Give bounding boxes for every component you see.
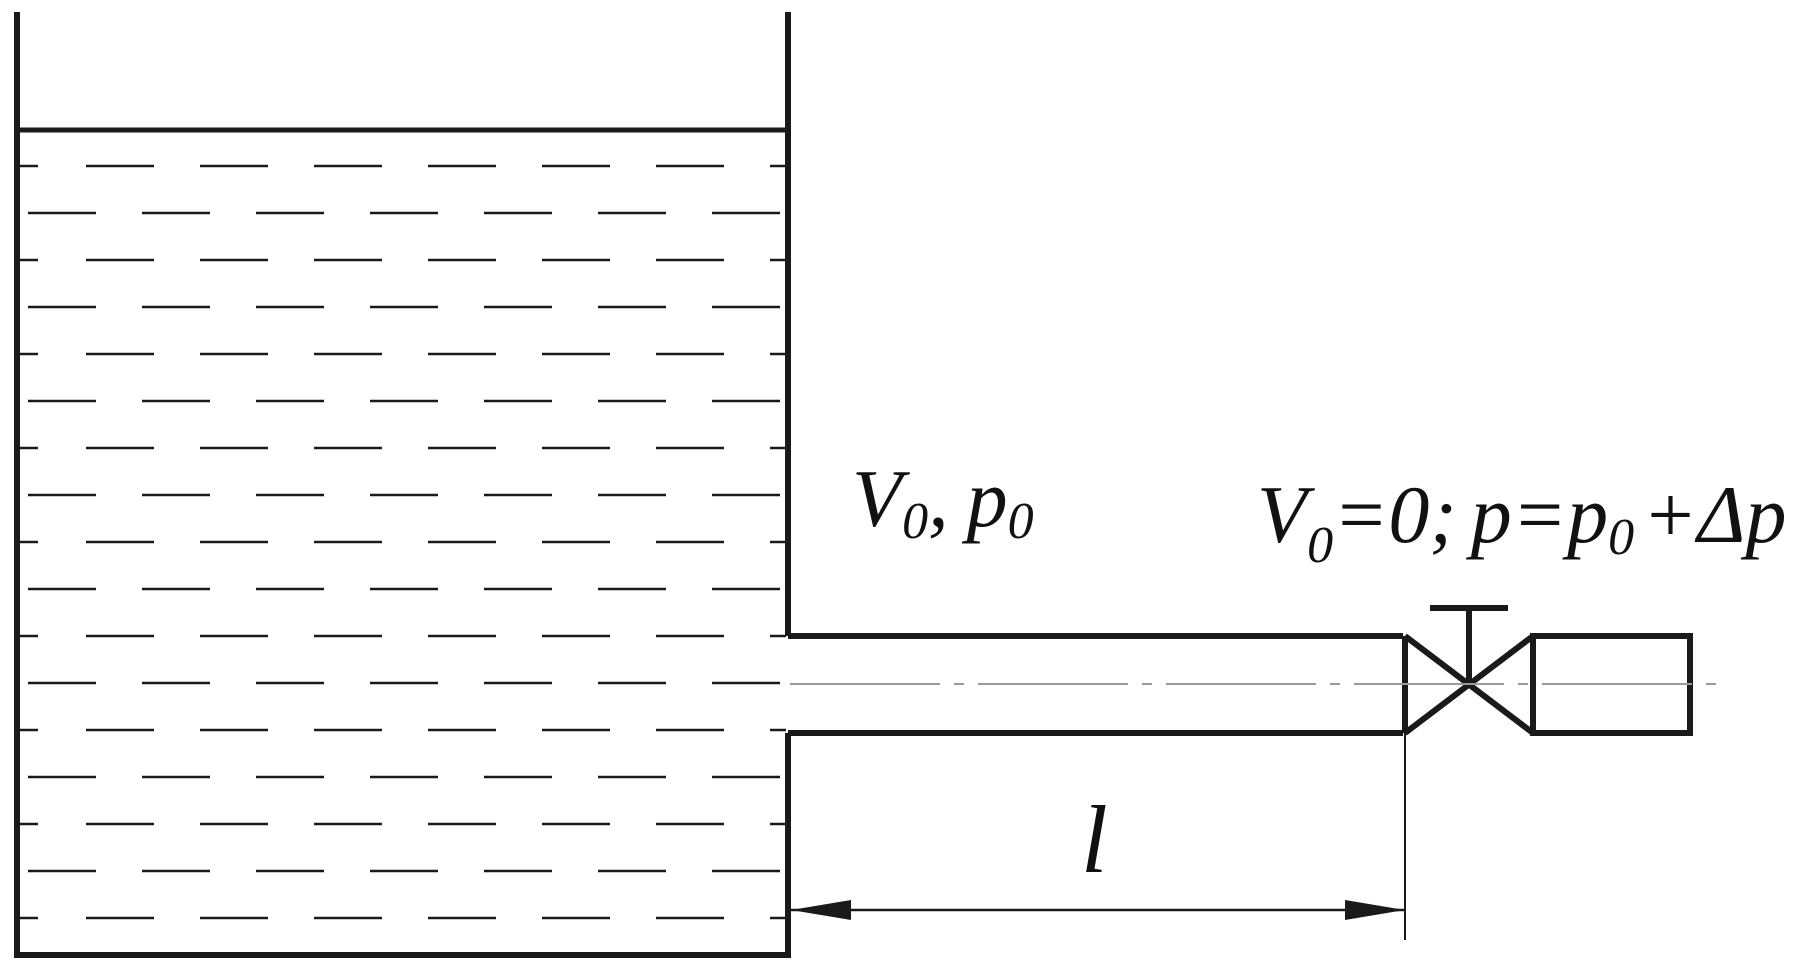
valve-velocity-subscript: 0 xyxy=(1307,517,1333,574)
inlet-label: V0,p0 xyxy=(852,453,1034,550)
length-label: l xyxy=(1081,786,1108,893)
inlet-separator: , xyxy=(928,453,949,544)
inlet-velocity-symbol: V xyxy=(852,453,910,544)
valve xyxy=(1402,605,1693,736)
inlet-pressure-subscript: 0 xyxy=(1008,493,1034,550)
valve-pressure-equation: p=p xyxy=(1466,469,1608,560)
pipe xyxy=(788,633,1403,736)
valve-label: V0=0;p=p0+Δp xyxy=(1257,469,1787,574)
inlet-pressure-symbol: p xyxy=(962,453,1008,544)
valve-velocity-value: =0; xyxy=(1333,469,1457,560)
liquid-fill xyxy=(20,164,786,920)
inlet-velocity-subscript: 0 xyxy=(902,493,928,550)
tank xyxy=(14,12,791,958)
valve-velocity-symbol: V xyxy=(1257,469,1315,560)
valve-pressure-increment: +Δp xyxy=(1642,469,1786,560)
length-dimension xyxy=(791,733,1406,940)
valve-pressure-subscript: 0 xyxy=(1608,509,1634,566)
